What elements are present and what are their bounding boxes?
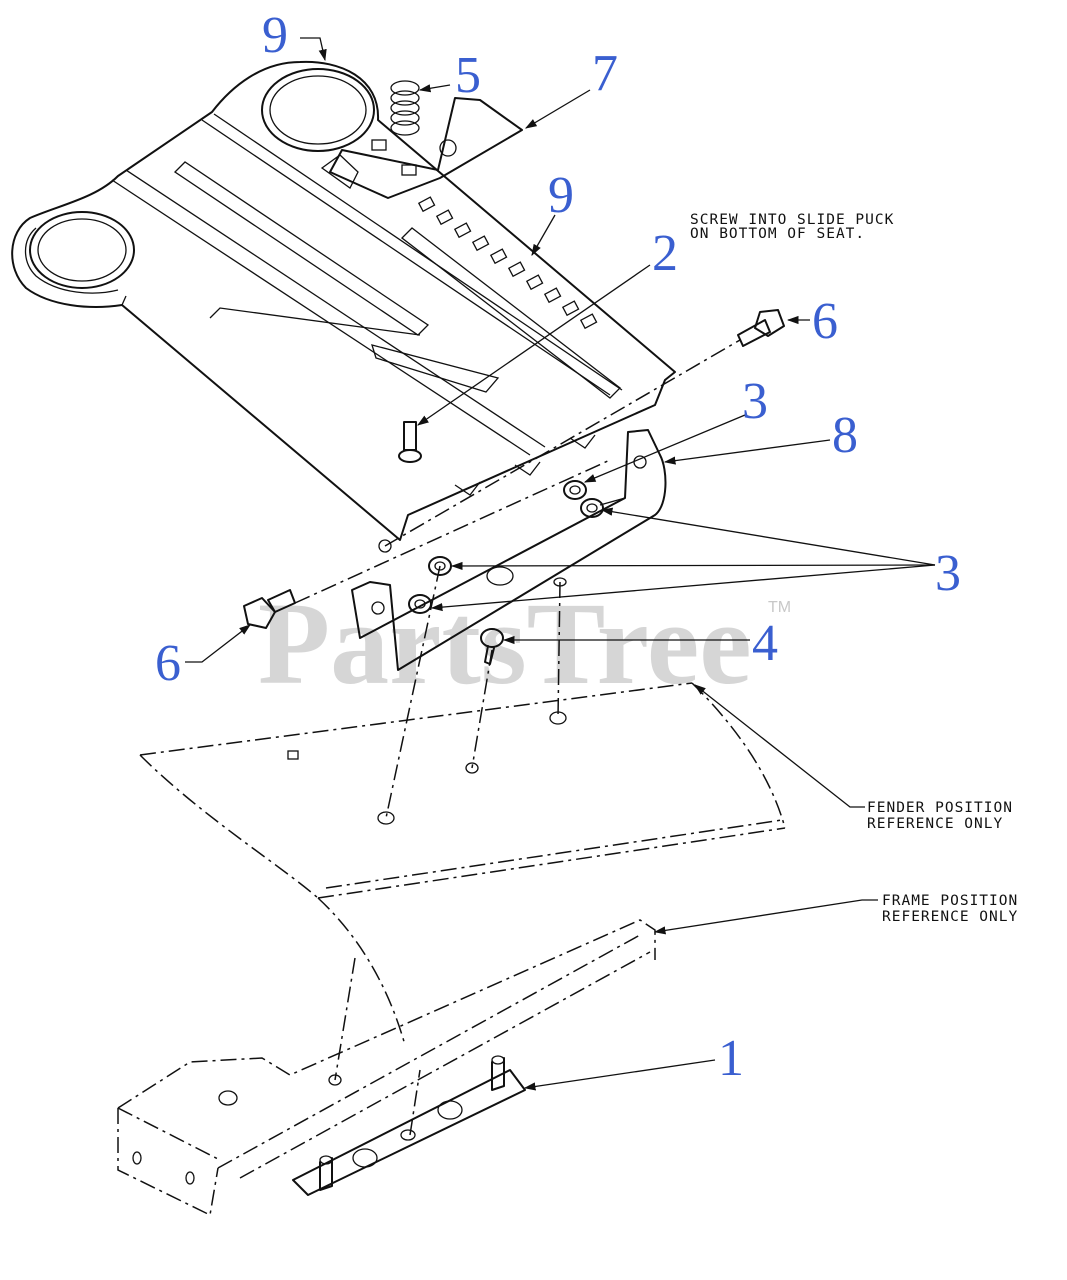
stud-bolt xyxy=(398,421,422,463)
lock-nut xyxy=(563,480,587,500)
seat-bracket xyxy=(351,429,667,671)
callout-2: 2 xyxy=(652,225,678,282)
note-frame-line-1: FRAME POSITION xyxy=(882,893,1018,909)
spring xyxy=(390,80,420,136)
callout-6-left: 6 xyxy=(155,635,181,692)
callout-4: 4 xyxy=(752,615,778,672)
callouts: 9 5 7 9 2 6 3 8 3 6 4 1 xyxy=(155,7,961,1087)
center-lines xyxy=(294,339,741,1136)
seat-pan xyxy=(11,60,676,553)
callout-8: 8 xyxy=(832,407,858,464)
base-plate xyxy=(292,1055,526,1196)
callout-5: 5 xyxy=(455,47,481,104)
lock-nut xyxy=(580,498,604,518)
callout-9-top: 9 xyxy=(262,7,288,64)
adjust-slots xyxy=(417,196,598,330)
note-fender-line-2: REFERENCE ONLY xyxy=(867,816,1003,832)
callout-3-group: 3 xyxy=(935,545,961,602)
note-screw-line-2: ON BOTTOM OF SEAT. xyxy=(690,226,865,242)
notes: SCREW INTO SLIDE PUCK ON BOTTOM OF SEAT.… xyxy=(690,212,1018,925)
callout-7: 7 xyxy=(592,45,618,102)
callout-3-upper: 3 xyxy=(742,373,768,430)
leader-lines xyxy=(185,37,936,1091)
callout-1: 1 xyxy=(718,1030,744,1087)
fender-reference xyxy=(139,682,786,1046)
frame-reference xyxy=(117,919,656,1217)
watermark: PartsTree xyxy=(258,578,752,709)
watermark-trademark: TM xyxy=(768,599,791,616)
hex-bolt-right xyxy=(737,309,785,347)
note-fender-line-1: FENDER POSITION xyxy=(867,800,1013,816)
latch-plate xyxy=(320,97,523,199)
note-frame-line-2: REFERENCE ONLY xyxy=(882,909,1018,925)
note-screw-line-1: SCREW INTO SLIDE PUCK xyxy=(690,212,894,228)
callout-9-mid: 9 xyxy=(548,167,574,224)
callout-6-right: 6 xyxy=(812,293,838,350)
